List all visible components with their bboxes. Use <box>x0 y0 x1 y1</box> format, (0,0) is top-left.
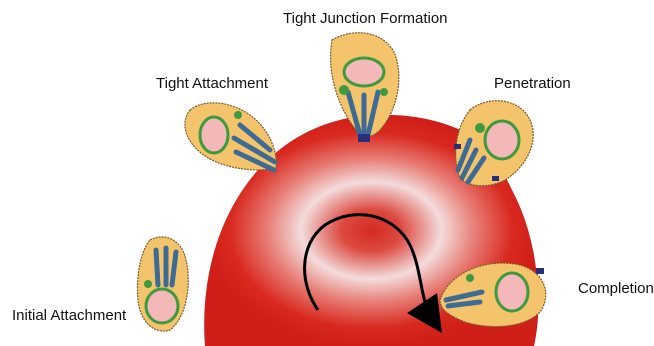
label-tight-attachment: Tight Attachment <box>156 75 268 93</box>
label-tight-junction-formation: Tight Junction Formation <box>283 10 448 28</box>
label-completion: Completion <box>578 280 654 298</box>
label-initial-attachment: Initial Attachment <box>12 307 126 325</box>
merozoite-penetration <box>454 101 533 186</box>
label-penetration: Penetration <box>494 75 571 93</box>
merozoite-tight-attachment <box>185 103 276 170</box>
merozoite-initial-attachment <box>138 237 189 331</box>
